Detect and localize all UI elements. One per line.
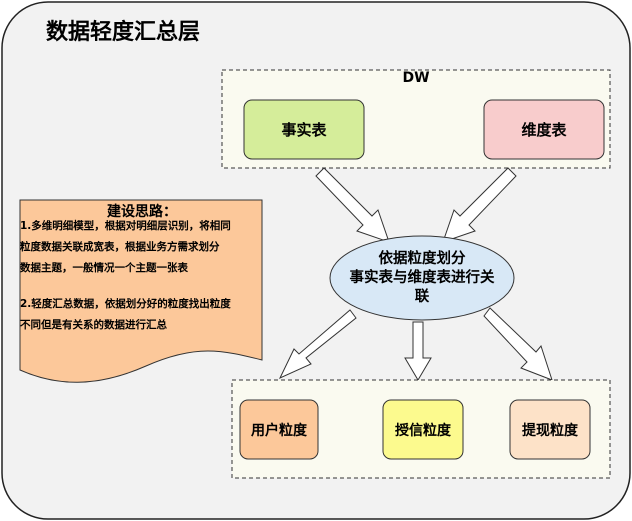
- arrow-dim-to-center: [442, 167, 517, 243]
- notes-p1-line: 1.多维明细模型，根据对明细层识别，将相同: [20, 220, 231, 232]
- arrow-center-to-credit: [404, 321, 432, 381]
- notes-p1-line: 数据主题，一般情况一个主题一张表: [20, 262, 188, 274]
- center-line-1: 依据粒度划分: [378, 250, 466, 267]
- dim-table-label: 维度表: [521, 121, 567, 139]
- page-title: 数据轻度汇总层: [46, 20, 201, 45]
- center-line-2: 事实表与维度表进行关: [349, 269, 495, 286]
- arrow-fact-to-center: [315, 167, 390, 243]
- notes-p1-line: 粒度数据关联成宽表，根据业务方需求划分: [20, 241, 220, 253]
- notes-paragraph-1: 1.多维明细模型，根据对明细层识别，将相同 粒度数据关联成宽表，根据业务方需求划…: [20, 216, 262, 279]
- dw-label: DW: [402, 70, 430, 86]
- notes-p2-line: 不同但是有关系的数据进行汇总: [20, 319, 167, 331]
- fact-table-box[interactable]: [243, 99, 365, 160]
- credit-granularity-label: 授信粒度: [395, 422, 451, 439]
- center-ellipse[interactable]: [329, 235, 515, 321]
- center-line-3: 联: [414, 288, 430, 305]
- fact-table-label: 事实表: [281, 121, 327, 139]
- notes-paragraph-2: 2.轻度汇总数据，依据划分好的粒度找出粒度 不同但是有关系的数据进行汇总: [20, 294, 262, 336]
- withdraw-granularity-label: 提现粒度: [522, 422, 578, 439]
- user-granularity-box[interactable]: [239, 399, 319, 460]
- user-granularity-label: 用户粒度: [251, 422, 307, 439]
- notes-p2-line: 2.轻度汇总数据，依据划分好的粒度找出粒度: [20, 298, 231, 310]
- center-label: 依据粒度划分 事实表与维度表进行关 联: [330, 240, 514, 316]
- withdraw-granularity-box[interactable]: [509, 399, 591, 460]
- arrow-center-to-user: [278, 309, 357, 380]
- notes-title: 建设思路：: [107, 204, 177, 220]
- arrow-center-to-withdraw: [483, 307, 553, 381]
- notes-document: [19, 199, 263, 383]
- dim-table-box[interactable]: [483, 99, 605, 160]
- credit-granularity-box[interactable]: [382, 399, 464, 460]
